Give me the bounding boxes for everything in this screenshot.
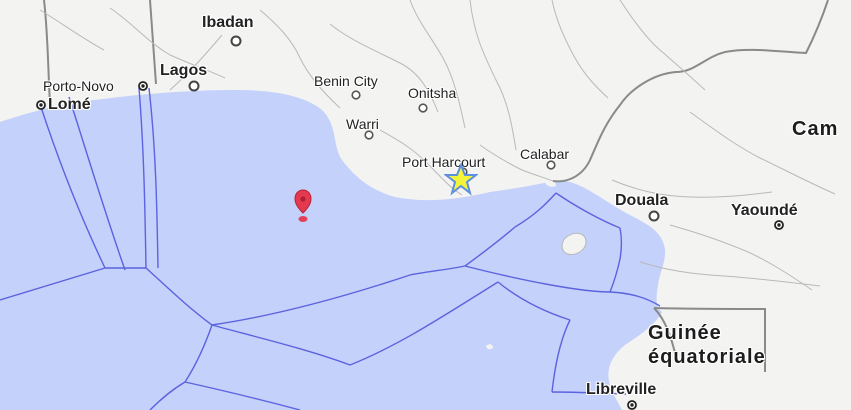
country-border-line-1 (149, 0, 157, 85)
country-border-line-3 (552, 0, 829, 183)
city-dot-icon (648, 210, 660, 222)
city-dot-icon (351, 90, 361, 100)
country-border-line-4 (653, 307, 767, 372)
capital-dot-icon (36, 100, 46, 110)
capital-dot-icon (774, 220, 784, 230)
river-network (39, 0, 836, 291)
country-border-line-2 (43, 0, 51, 105)
maritime-boundaries (0, 87, 661, 410)
country-border-line-5 (653, 307, 677, 358)
gulf-of-guinea-water (0, 90, 666, 410)
star-icon[interactable] (444, 163, 478, 197)
capital-dot-icon (138, 81, 148, 91)
city-dot-icon (546, 160, 556, 170)
capital-dot-icon (627, 400, 637, 410)
city-dot-icon (188, 80, 200, 92)
coastal-island-2 (486, 344, 493, 350)
bioko-island (561, 232, 587, 255)
city-dot-icon (364, 130, 374, 140)
city-dot-icon (418, 103, 428, 113)
city-dot-icon (230, 35, 242, 47)
map-pin-icon[interactable] (294, 189, 312, 225)
